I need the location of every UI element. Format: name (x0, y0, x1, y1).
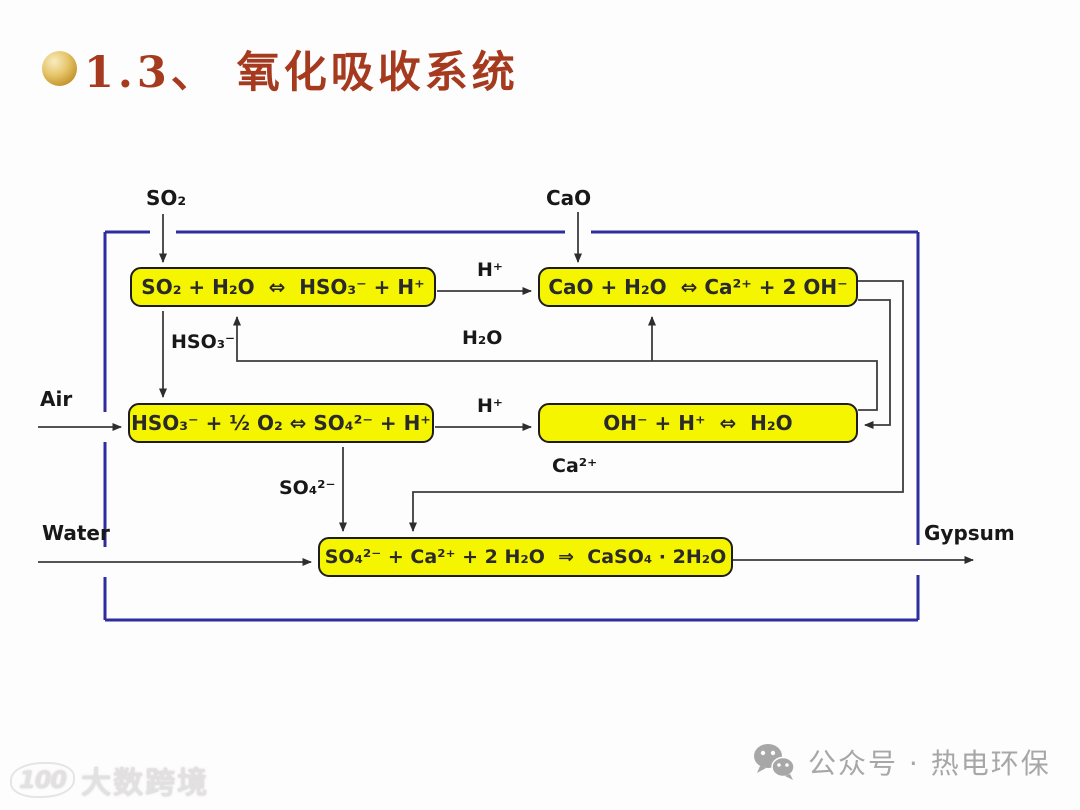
watermark-left: 100 大数跨境 (10, 758, 209, 802)
label-hso3-stream: HSO₃⁻ (171, 331, 236, 353)
label-gypsum-out: Gypsum (924, 521, 1015, 545)
arrow-h2o-return (233, 316, 878, 411)
watermark-left-text: 大数跨境 (81, 766, 210, 801)
label-so2-feed: SO₂ (146, 186, 187, 210)
reaction-box-so2-absorption: SO₂ + H₂O ⇔ HSO₃⁻ + H⁺ (130, 267, 436, 307)
reaction-box-gypsum-formation: SO₄²⁻ + Ca²⁺ + 2 H₂O ⇒ CaSO₄ · 2H₂O (318, 537, 733, 577)
label-air-feed: Air (40, 387, 73, 411)
watermark-right-text: 公众号 · 热电环保 (808, 747, 1051, 780)
gold-bullet-icon (42, 51, 77, 86)
label-h-plus-mid: H⁺ (477, 395, 503, 417)
arrow-oh-path (858, 299, 891, 429)
label-ca2-stream: Ca²⁺ (552, 455, 598, 477)
reaction-box-oxidation: HSO₃⁻ + ½ O₂ ⇔ SO₄²⁻ + H⁺ (128, 403, 434, 443)
label-h-plus-top: H⁺ (477, 259, 503, 281)
watermark-right: 公众号 · 热电环保 (752, 742, 1051, 782)
label-h2o-recycle: H₂O (462, 327, 503, 349)
wechat-icon (754, 744, 795, 780)
watermark-100-logo-icon: 100 (10, 762, 76, 798)
label-water-feed: Water (42, 521, 110, 545)
reaction-box-neutralization: OH⁻ + H⁺ ⇔ H₂O (538, 403, 858, 443)
label-cao-feed: CaO (546, 186, 592, 210)
label-so4-stream: SO₄²⁻ (279, 477, 336, 499)
frame-border (103, 230, 920, 622)
reaction-box-lime-hydration: CaO + H₂O ⇔ Ca²⁺ + 2 OH⁻ (538, 267, 858, 307)
slide-title: 1.3、 氧化吸收系统 (84, 48, 519, 98)
arrow-ca2-path (409, 280, 904, 532)
